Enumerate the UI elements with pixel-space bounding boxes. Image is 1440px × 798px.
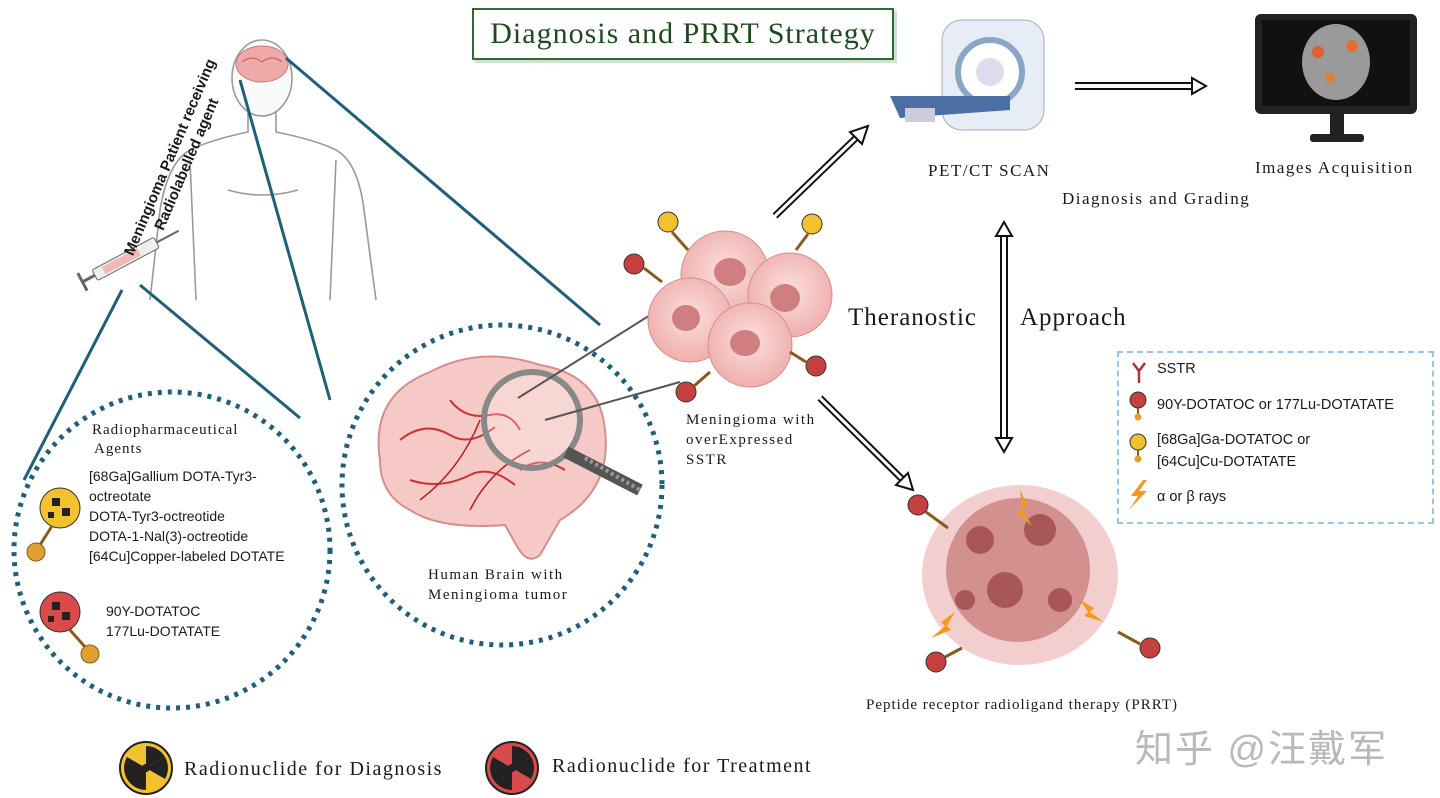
brain-label-line: Meningioma tumor (428, 587, 569, 603)
legend-box: SSTR 90Y-DOTATOC or 177Lu-DOTATATE [68Ga… (1117, 351, 1434, 524)
diagnostic-agents-list: [68Ga]Gallium DOTA-Tyr3- octreotate DOTA… (89, 466, 285, 566)
syringe-icon (76, 229, 180, 292)
magnifier-lines (517, 311, 681, 421)
radiation-red-icon (485, 741, 539, 795)
legend-therapeutic: 90Y-DOTATOC or 177Lu-DOTATATE (1157, 397, 1394, 413)
theranostic-label: Theranostic (848, 304, 978, 331)
watermark-text: 知乎 @汪戴军 (1135, 729, 1389, 771)
lightning-icon (1129, 480, 1147, 510)
cells-label-line: Meningioma with (686, 412, 816, 428)
legend-rays: α or β rays (1157, 489, 1227, 505)
diagnostic-agent-icon (26, 487, 81, 562)
yellow-radionuclide-icon (1129, 433, 1147, 463)
red-radionuclide-icon (1129, 391, 1147, 421)
therapeutic-agent-icon (39, 591, 100, 664)
diagnosis-grading-label: Diagnosis and Grading (1062, 189, 1251, 208)
agent-item: 90Y-DOTATOC (106, 603, 201, 619)
cells-label-line: overExpressed (686, 432, 794, 448)
prrt-label: Peptide receptor radioligand therapy (PR… (866, 697, 1179, 713)
cells-label: Meningioma with overExpressed SSTR (686, 410, 816, 470)
legend-diagnostic-1: [68Ga]Ga-DOTATOC or (1157, 432, 1311, 448)
agents-dotted-circle (11, 389, 333, 711)
sstr-receptor-icon (1132, 362, 1146, 383)
agent-item: octreotate (89, 488, 152, 504)
agent-item: [64Cu]Copper-labeled DOTATE (89, 548, 285, 564)
brain-label: Human Brain with Meningioma tumor (428, 565, 568, 605)
brain-in-head-icon (235, 45, 289, 83)
flow-arrows (772, 76, 1209, 492)
scanner-label: PET/CT SCAN (928, 161, 1051, 180)
agent-item: [68Ga]Gallium DOTA-Tyr3- (89, 468, 257, 484)
agents-heading-line: Radiopharmaceutical (92, 422, 239, 438)
legend-diagnosis-label: Radionuclide for Diagnosis (184, 758, 443, 780)
zoom-lines (22, 56, 601, 481)
legend-treatment-label: Radionuclide for Treatment (552, 755, 813, 777)
agents-heading-line: Agents (94, 441, 143, 457)
agent-item: DOTA-1-Nal(3)-octreotide (89, 528, 249, 544)
legend-sstr: SSTR (1157, 361, 1196, 377)
brain-label-line: Human Brain with (428, 567, 564, 583)
diagram-title: Diagnosis and PRRT Strategy (472, 8, 894, 60)
agent-item: 177Lu-DOTATATE (106, 623, 221, 639)
pet-ct-scanner-icon (890, 19, 1045, 131)
meningioma-cells-cluster (647, 230, 833, 388)
agent-item: DOTA-Tyr3-octreotide (89, 508, 225, 524)
agents-heading: Radiopharmaceutical Agents (92, 421, 238, 459)
prrt-tumor-illustration (907, 485, 1161, 673)
approach-label: Approach (1020, 304, 1127, 331)
radiation-yellow-icon (119, 741, 173, 795)
magnifying-glass-icon (481, 369, 643, 496)
monitor-brain-scan-icon (1255, 14, 1417, 142)
legend-diagnostic-2: [64Cu]Cu-DOTATATE (1157, 454, 1297, 470)
images-label: Images Acquisition (1255, 158, 1414, 177)
cells-label-line: SSTR (686, 452, 728, 468)
nuclides-around-cells (623, 211, 827, 403)
therapeutic-agents-list: 90Y-DOTATOC 177Lu-DOTATATE (106, 601, 220, 641)
